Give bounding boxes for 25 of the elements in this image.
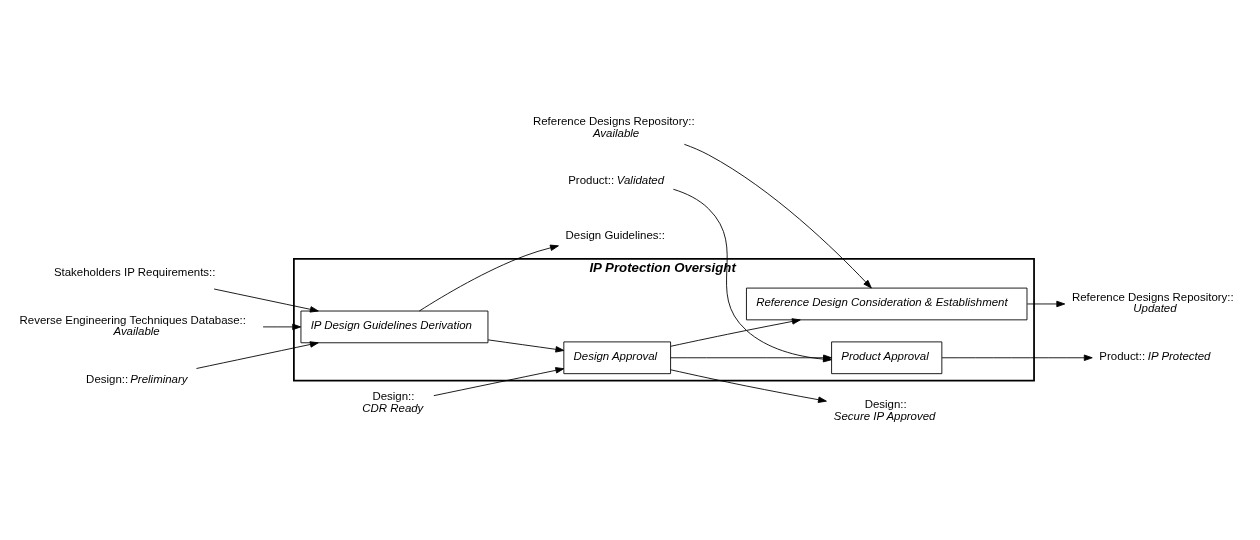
node-text: Design:: Secure IP Approved — [833, 398, 936, 422]
node-box: Design Approval — [563, 341, 672, 375]
arrow — [1026, 300, 1066, 308]
node-text: Reference Designs Repository:: Available — [532, 115, 695, 139]
node-box: Reference Design Consideration & Establishment — [746, 287, 1028, 321]
arrow — [262, 323, 302, 331]
arrow — [683, 143, 872, 289]
node-text: Stakeholders IP Requirements:: — [53, 266, 216, 279]
arrow — [670, 369, 827, 403]
arrow — [433, 367, 565, 397]
node-box: Product Approval — [831, 341, 943, 375]
arrow — [487, 339, 565, 353]
arrow — [213, 288, 319, 313]
node-text: Design:: CDR Ready — [362, 390, 424, 414]
node-text: Design Guidelines:: — [565, 229, 665, 242]
node-text: Product::Validated — [568, 174, 665, 187]
node-box: IP Design Guidelines Derivation — [300, 310, 489, 344]
arrow — [670, 318, 801, 347]
node-text: Design::Preliminary — [86, 372, 188, 385]
arrow — [418, 244, 559, 312]
node-text: Reference Designs Repository:: Updated — [1071, 290, 1234, 315]
node-text: Reverse Engineering Techniques Database:: Available — [19, 313, 246, 338]
node-text: Product::IP Protected — [1099, 349, 1211, 362]
arrow — [196, 341, 319, 369]
arrow — [941, 354, 1093, 361]
